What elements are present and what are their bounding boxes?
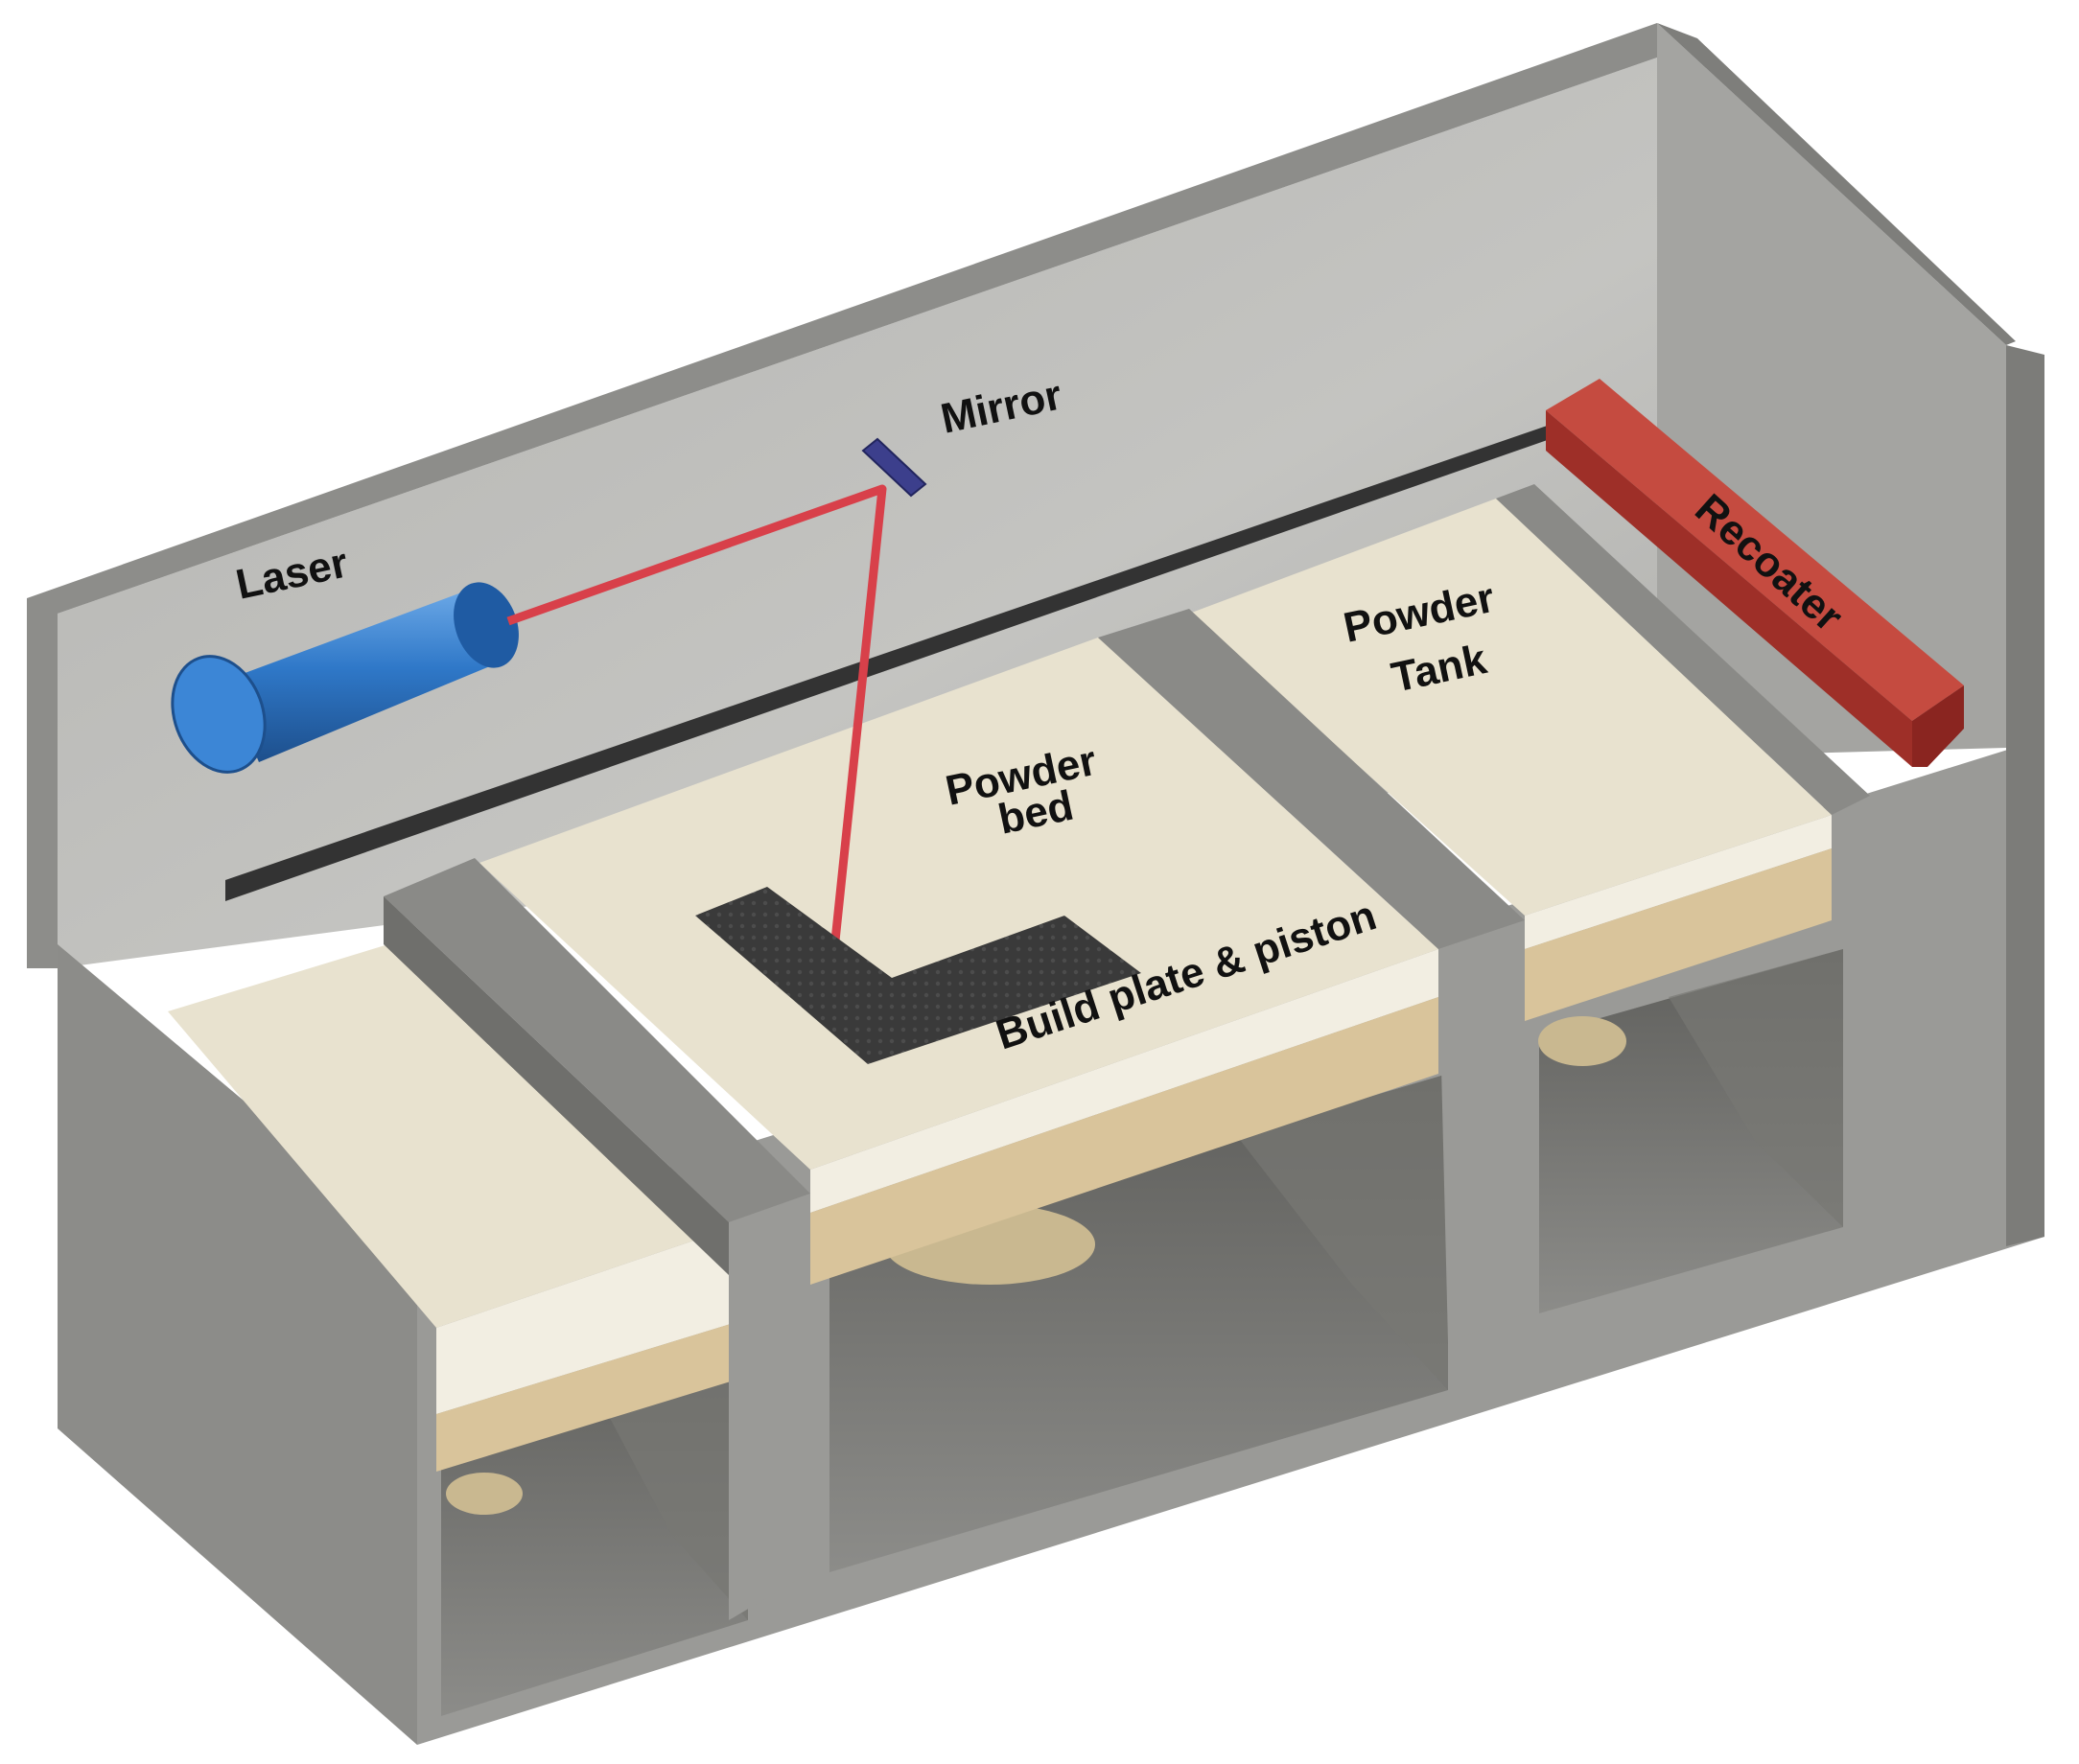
right-wall-top bbox=[1657, 23, 2016, 345]
build-plate bbox=[810, 997, 1438, 1285]
piston-left bbox=[446, 1473, 523, 1515]
divider-left-top bbox=[384, 858, 810, 1222]
top-ledge bbox=[27, 23, 1657, 968]
overflow-front bbox=[436, 1227, 734, 1414]
guide-rail bbox=[225, 422, 1558, 901]
piston-right bbox=[1538, 1016, 1626, 1066]
tank-rim-right bbox=[1496, 484, 1870, 815]
printed-part bbox=[695, 887, 1141, 1064]
powder-bed-front bbox=[810, 949, 1438, 1213]
powder-tank-front bbox=[1525, 815, 1832, 949]
powder-tank-top bbox=[1189, 499, 1832, 916]
divider-mid-front bbox=[1438, 920, 1525, 1342]
recoater-side bbox=[1546, 410, 1912, 767]
housing-left-end bbox=[58, 944, 417, 1745]
housing-right-face bbox=[2006, 345, 2044, 1246]
divider-left-front bbox=[729, 1194, 810, 1620]
laser-beam bbox=[506, 484, 887, 969]
overflow-plate bbox=[436, 1323, 734, 1472]
mirror-icon bbox=[861, 437, 927, 498]
recoater-end bbox=[1912, 685, 1964, 767]
powder-bed-top bbox=[479, 638, 1438, 1170]
laser-unit bbox=[171, 582, 519, 774]
overflow-top bbox=[168, 944, 734, 1328]
divider-left-side bbox=[384, 896, 729, 1275]
recoater-top bbox=[1546, 379, 1964, 721]
divider-mid-top bbox=[1098, 609, 1525, 949]
tank-plate bbox=[1525, 848, 1832, 1021]
